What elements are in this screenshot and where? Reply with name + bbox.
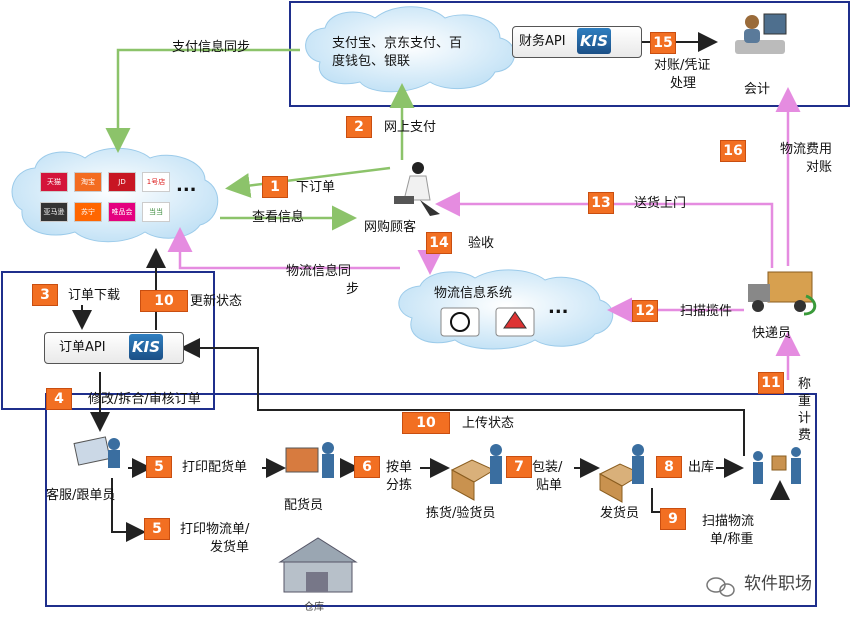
outbound-label: 出库 xyxy=(688,460,715,475)
shipper-figure xyxy=(598,444,644,503)
sort-label-1: 按单 xyxy=(386,460,413,475)
mall-logo-7: 唯品会 xyxy=(108,202,136,222)
order-kis-logo: KIS xyxy=(129,334,163,360)
warehouse-frame xyxy=(45,393,817,607)
reconcile-label-2: 处理 xyxy=(670,76,697,91)
print-pick-label: 打印配货单 xyxy=(182,460,248,475)
express-logo xyxy=(495,307,535,337)
order-download-label: 订单下载 xyxy=(68,288,121,303)
customer-figure xyxy=(394,162,440,216)
payment-cloud-line1: 支付宝、京东支付、百 xyxy=(332,36,463,51)
step-4-badge: 4 xyxy=(46,388,72,410)
picker-label: 配货员 xyxy=(284,498,324,513)
warehouse-label: 仓库 xyxy=(304,602,324,613)
step-10b-badge: 10 xyxy=(402,412,450,434)
step-9-badge: 9 xyxy=(660,508,686,530)
step-2-badge: 2 xyxy=(346,116,372,138)
online-pay-label: 网上支付 xyxy=(384,120,437,135)
payment-cloud-shape xyxy=(305,6,515,93)
logistics-fee-label-2: 对账 xyxy=(806,160,833,175)
deliver-label: 送货上门 xyxy=(634,196,687,211)
finance-frame xyxy=(289,1,850,107)
pay-sync-label: 支付信息同步 xyxy=(172,40,251,55)
order-api-label: 订单API xyxy=(59,340,106,355)
step-5a-badge: 5 xyxy=(146,456,172,478)
mall-ellipsis: ... xyxy=(176,175,197,196)
step-10a-badge: 10 xyxy=(140,290,188,312)
scan-weigh-label-1: 扫描物流 xyxy=(702,514,755,529)
mall-logo-2: 淘宝 xyxy=(74,172,102,192)
picker-figure xyxy=(285,442,334,478)
wechat-icon xyxy=(706,577,735,597)
step-8-badge: 8 xyxy=(656,456,682,478)
step-5b-badge: 5 xyxy=(144,518,170,540)
mall-logo-1: 天猫 xyxy=(40,172,68,192)
mall-logo-6: 苏宁 xyxy=(74,202,102,222)
update-status-label: 更新状态 xyxy=(190,294,243,309)
accountant-figure xyxy=(735,13,787,54)
accountant-label: 会计 xyxy=(744,82,771,97)
weigh-figure xyxy=(753,447,801,484)
scan-weigh-label-2: 单/称重 xyxy=(710,532,754,547)
view-info-label: 查看信息 xyxy=(252,210,305,225)
service-label: 客服/跟单员 xyxy=(46,488,116,503)
step-1-badge: 1 xyxy=(262,176,288,198)
mall-logo-3: JD xyxy=(108,172,136,192)
payment-cloud-line2: 度钱包、银联 xyxy=(332,54,411,69)
step-6-badge: 6 xyxy=(354,456,380,478)
scan-collect-label: 扫描揽件 xyxy=(680,304,733,319)
checker-figure xyxy=(450,444,502,501)
service-figure xyxy=(73,436,120,468)
pack-label-2: 贴单 xyxy=(536,478,563,493)
courier-truck xyxy=(748,271,817,316)
watermark-text: 软件职场 xyxy=(744,574,812,594)
logistics-fee-label-1: 物流费用 xyxy=(780,142,833,157)
print-logistics-label-2: 发货单 xyxy=(210,540,250,555)
order-frame xyxy=(1,271,215,410)
mall-logo-4: 1号店 xyxy=(142,172,170,192)
logistics-cloud-title: 物流信息系统 xyxy=(434,286,513,301)
step-16-badge: 16 xyxy=(720,140,746,162)
step-13-badge: 13 xyxy=(588,192,614,214)
logistics-sync-label-2: 步 xyxy=(346,282,360,297)
order-api-box: 订单API KIS xyxy=(44,332,184,364)
customer-label: 网购顾客 xyxy=(364,220,417,235)
step-14-badge: 14 xyxy=(426,232,452,254)
logistics-ellipsis: ... xyxy=(548,297,569,318)
step-7-badge: 7 xyxy=(506,456,532,478)
step-11-badge: 11 xyxy=(758,372,784,394)
courier-label: 快递员 xyxy=(752,326,792,341)
step-15-badge: 15 xyxy=(650,32,676,54)
pack-label-1: 包装/ xyxy=(532,460,563,475)
upload-status-label: 上传状态 xyxy=(462,416,515,431)
warehouse-figure xyxy=(278,537,358,593)
reconcile-label-1: 对账/凭证 xyxy=(654,58,711,73)
finance-api-box: 财务API KIS xyxy=(512,26,642,58)
finance-api-label: 财务API xyxy=(519,34,566,49)
checker-label: 拣货/验货员 xyxy=(426,506,496,521)
mall-logo-8: 当当 xyxy=(142,202,170,222)
shipper-label: 发货员 xyxy=(600,506,640,521)
modify-label: 修改/拆合/审核订单 xyxy=(88,392,201,407)
step-3-badge: 3 xyxy=(32,284,58,306)
finance-kis-logo: KIS xyxy=(577,28,611,54)
sf-logo xyxy=(440,307,480,337)
mall-logo-5: 亚马逊 xyxy=(40,202,68,222)
logistics-sync-label-1: 物流信息同 xyxy=(286,264,352,279)
accept-label: 验收 xyxy=(468,236,495,251)
weigh-fee-label: 称重计费 xyxy=(798,377,812,443)
step-12-badge: 12 xyxy=(632,300,658,322)
sort-label-2: 分拣 xyxy=(386,478,413,493)
order-label: 下订单 xyxy=(296,180,336,195)
print-logistics-label-1: 打印物流单/ xyxy=(180,522,250,537)
